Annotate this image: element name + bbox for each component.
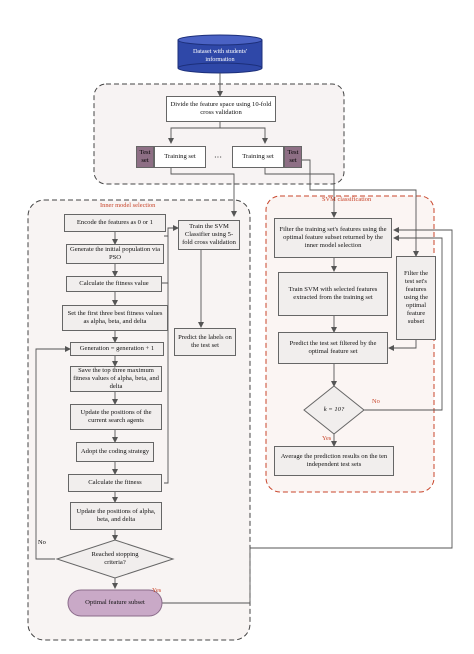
predict-labels-box: Predict the labels on the test set [174,328,236,356]
optimal-pill [67,589,163,617]
yes-label-inner: Yes [152,587,162,594]
no-label-svm: No [372,398,380,405]
calc-fitness-box: Calculate the fitness value [66,276,162,292]
yes-label-svm: Yes [322,435,332,442]
k-check-text: k = 10? [323,406,345,413]
inner-title: Inner model selection [100,202,156,209]
filter-test-box: Filter the test set's features using the… [396,256,436,340]
no-label-inner: No [38,539,46,546]
save-top-box: Save the top three maximum fitness value… [70,366,162,392]
test-set-left: Test set [136,146,154,168]
cross-validation-box: Divide the feature space using 10-fold c… [166,96,276,122]
set-best-box: Set the first three best fitness values … [62,305,168,331]
predict-test-box: Predict the test set filtered by the opt… [278,332,388,364]
calc-fitness2-box: Calculate the fitness [68,474,162,492]
update-agents-box: Update the positions of the current sear… [70,404,162,430]
train-svm-box: Train SVM with selected features extract… [278,272,388,316]
filter-training-box: Filter the training set's features using… [274,218,392,258]
init-population-box: Generate the initial population via PSO [66,244,164,264]
generation-box: Generation = generation + 1 [70,342,164,356]
train-svm-inner-box: Train the SVM Classifier using 5-fold cr… [178,220,240,250]
training-set-left: Training set [154,146,206,168]
update-abd-box: Update the positions of alpha, beta, and… [70,502,162,530]
test-set-right: Test set [284,146,302,168]
k-diamond [303,385,365,435]
average-box: Average the prediction results on the te… [274,446,394,476]
optimal-subset-text: Optimal feature subset [85,599,145,606]
svm-title: SVM classification [322,196,372,203]
fold-ellipsis: ··· [214,153,222,162]
encode-box: Encode the features as 0 or 1 [64,214,166,232]
database-icon [177,34,263,74]
training-set-right: Training set [232,146,284,168]
dataset-label: Dataset with students' information [192,48,248,63]
adopt-coding-box: Adopt the coding strategy [76,442,154,462]
stopping-diamond [55,539,175,579]
stopping-text: Reached stopping criteria? [91,551,139,566]
